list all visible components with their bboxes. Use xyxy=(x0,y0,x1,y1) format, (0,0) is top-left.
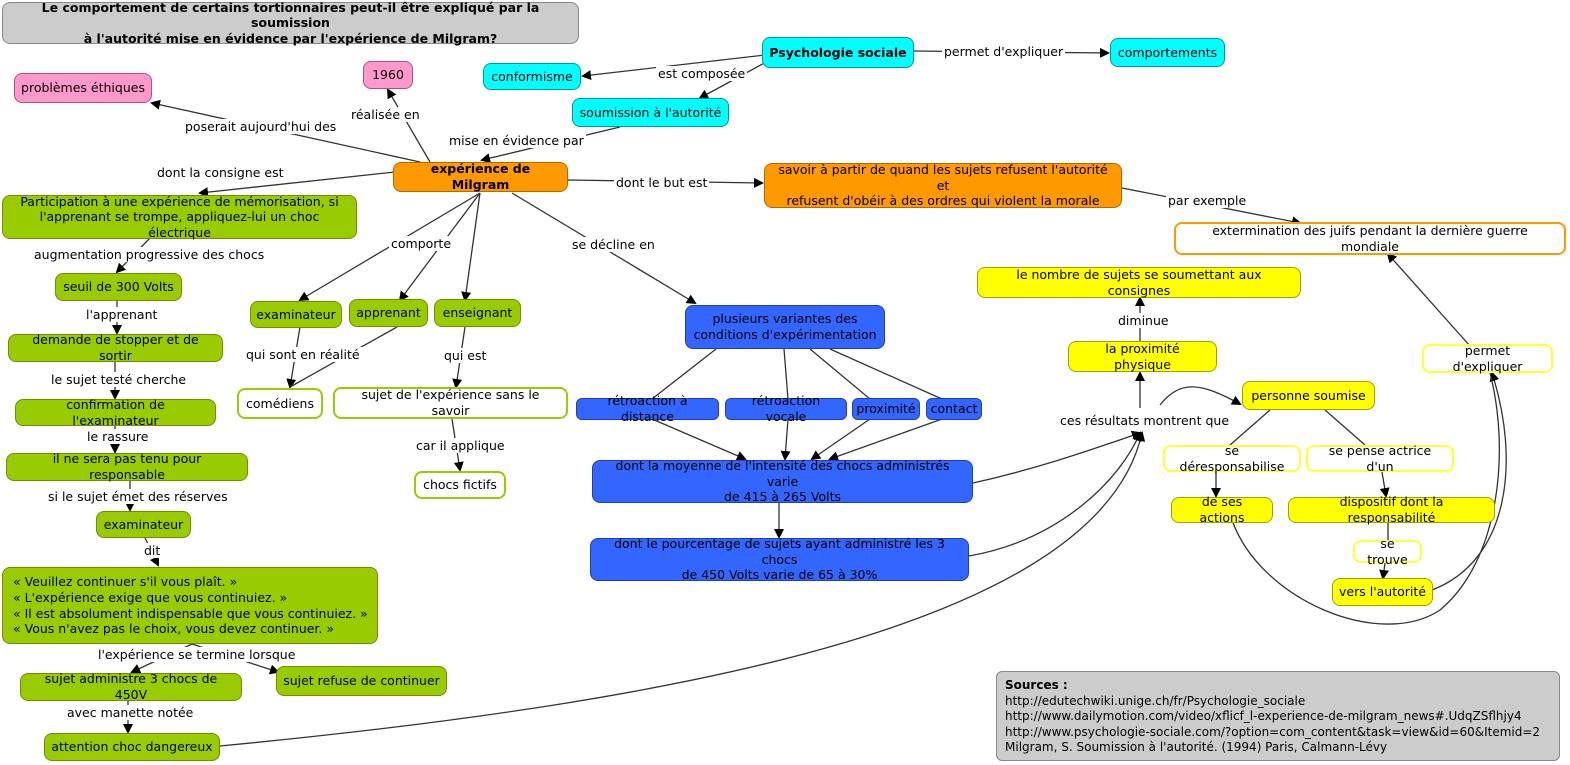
label-resultats: ces résultats montrent que xyxy=(1058,413,1232,428)
node-dispositif[interactable]: dispositif dont la responsabilité xyxy=(1288,494,1495,525)
label-reserves: si le sujet émet des réserves xyxy=(46,489,230,504)
edge-setrouve-autorite xyxy=(1379,562,1390,580)
diagram-title: Le comportement de certains tortionnaire… xyxy=(2,0,579,46)
node-demande-stopper[interactable]: demande de stopper et de sortir xyxy=(8,332,223,363)
node-pourcentage[interactable]: dont le pourcentage de sujets ayant admi… xyxy=(590,536,969,582)
node-moyenne[interactable]: dont la moyenne de l'intensité des chocs… xyxy=(592,458,973,504)
node-proximite[interactable]: proximité xyxy=(852,398,920,420)
label-rassure: le rassure xyxy=(85,429,151,444)
node-problemes-ethiques[interactable]: problèmes éthiques xyxy=(14,73,152,103)
node-sujet-3-chocs[interactable]: sujet administre 3 chocs de 450V xyxy=(20,671,242,702)
node-se-pense-actrice[interactable]: se pense actrice d'un xyxy=(1306,443,1454,474)
node-examinateur-sequence[interactable]: examinateur xyxy=(96,511,191,538)
label-se-decline: se décline en xyxy=(570,237,657,252)
node-soumission-autorite[interactable]: soumission à l'autorité xyxy=(572,98,729,127)
source-reference: Milgram, S. Soumission à l'autorité. (19… xyxy=(1005,740,1388,755)
node-proximite-physique[interactable]: la proximité physique xyxy=(1068,341,1217,372)
label-sujet-cherche: le sujet testé cherche xyxy=(49,372,189,387)
node-sujet-sans-savoir[interactable]: sujet de l'expérience sans le savoir xyxy=(333,387,568,419)
edge-soumise-actrice xyxy=(1324,409,1366,446)
edge-var-v3 xyxy=(809,348,871,400)
node-psychologie-sociale[interactable]: Psychologie sociale xyxy=(762,37,914,68)
edge-var-v2 xyxy=(783,348,789,400)
sources-box: Sources : http://edutechwiki.unige.ch/fr… xyxy=(996,671,1560,761)
label-sont-en-realite: qui sont en réalité xyxy=(244,347,362,362)
node-annee[interactable]: 1960 xyxy=(363,61,413,89)
node-experience-milgram[interactable]: expérience de Milgram xyxy=(393,161,568,192)
node-personne-soumise[interactable]: personne soumise xyxy=(1242,381,1375,410)
node-comediens[interactable]: comédiens xyxy=(237,388,323,419)
node-confirmation[interactable]: confirmation de l'examinateur xyxy=(15,397,216,428)
label-comporte: comporte xyxy=(389,236,454,251)
label-dit: dit xyxy=(142,543,163,558)
edge-actions-permet xyxy=(1231,372,1501,625)
edge-moyenne-resultats xyxy=(972,430,1142,484)
node-pas-responsable[interactable]: il ne sera pas tenu pour responsable xyxy=(6,451,248,482)
node-contact[interactable]: contact xyxy=(926,398,982,420)
label-permet-expliquer: permet d'expliquer xyxy=(942,44,1066,59)
label-dont-but: dont le but est xyxy=(614,175,710,190)
edge-var-v1 xyxy=(651,348,717,400)
node-sujet-refuse[interactable]: sujet refuse de continuer xyxy=(276,666,447,696)
label-qui-est: qui est xyxy=(442,348,489,363)
edge-pourcentage-resultats xyxy=(968,431,1142,557)
label-augmentation: augmentation progressive des chocs xyxy=(32,247,267,262)
node-permet-expliquer[interactable]: permet d'expliquer xyxy=(1422,343,1553,374)
source-link[interactable]: http://edutechwiki.unige.ch/fr/Psycholog… xyxy=(1005,693,1306,708)
edge-autorite-permet xyxy=(1431,371,1507,591)
node-but[interactable]: savoir à partir de quand les sujets refu… xyxy=(764,162,1122,208)
edge-permet-extermination xyxy=(1386,252,1471,347)
source-link[interactable]: http://www.dailymotion.com/video/xflicf_… xyxy=(1005,709,1522,724)
node-enseignant[interactable]: enseignant xyxy=(434,299,521,327)
edge-comporte-enseignant xyxy=(461,192,481,302)
node-nombre-sujets[interactable]: le nombre de sujets se soumettant aux co… xyxy=(977,267,1301,298)
node-retroaction-distance[interactable]: rétroaction à distance xyxy=(576,393,719,424)
edge-soumise-deresp xyxy=(1229,409,1271,446)
node-se-trouve[interactable]: se trouve xyxy=(1353,536,1422,567)
node-variantes[interactable]: plusieurs variantes des conditions d'exp… xyxy=(685,305,885,349)
label-mise-en-evidence: mise en évidence par xyxy=(447,133,586,148)
node-de-ses-actions[interactable]: de ses actions xyxy=(1171,494,1273,525)
edge-v3-moyenne xyxy=(810,418,871,461)
edge-milgram-1960 xyxy=(386,88,431,163)
node-examinateur[interactable]: examinateur xyxy=(250,301,342,328)
node-chocs-fictifs[interactable]: chocs fictifs xyxy=(414,471,506,499)
label-manette: avec manette notée xyxy=(65,705,196,720)
node-vers-autorite[interactable]: vers l'autorité xyxy=(1332,578,1433,606)
node-extermination[interactable]: extermination des juifs pendant la derni… xyxy=(1174,222,1566,255)
label-est-composee: est composée xyxy=(656,66,748,81)
edge-var-v4 xyxy=(829,348,943,400)
sources-heading: Sources : xyxy=(1005,678,1068,692)
edge-psy-conformisme xyxy=(581,54,766,81)
node-comportements[interactable]: comportements xyxy=(1110,38,1225,67)
edge-v1-moyenne xyxy=(651,418,747,461)
edge-attention-resultats xyxy=(219,431,1146,747)
label-par-exemple: par exemple xyxy=(1166,193,1249,208)
edge-v4-moyenne xyxy=(828,418,943,462)
source-link[interactable]: http://www.psychologie-sociale.com/?opti… xyxy=(1005,724,1541,739)
edge-actrice-dispositif xyxy=(1379,471,1390,498)
label-car-applique: car il applique xyxy=(414,438,507,453)
node-seuil[interactable]: seuil de 300 Volts xyxy=(55,273,182,301)
node-apprenant[interactable]: apprenant xyxy=(349,299,428,327)
node-attention-choc[interactable]: attention choc dangereux xyxy=(44,733,220,761)
node-consigne[interactable]: Participation à une expérience de mémori… xyxy=(2,194,357,240)
node-se-deresponsabilise[interactable]: se déresponsabilise xyxy=(1163,443,1301,474)
node-conformisme[interactable]: conformisme xyxy=(483,63,581,90)
label-poserait: poserait aujourd'hui des xyxy=(183,119,339,134)
node-phrases[interactable]: « Veuillez continuer s'il vous plaît. » … xyxy=(2,567,378,644)
label-dont-consigne: dont la consigne est xyxy=(155,165,286,180)
edge-resultats-soumise xyxy=(1159,386,1242,406)
edge-milgram-consigne xyxy=(198,171,396,198)
edge-v2-moyenne xyxy=(780,418,791,461)
label-diminue: diminue xyxy=(1116,313,1171,328)
label-realisee-en: réalisée en xyxy=(349,107,422,122)
label-l-apprenant: l'apprenant xyxy=(84,307,160,322)
node-retroaction-vocale[interactable]: rétroaction vocale xyxy=(725,393,847,424)
label-termine: l'expérience se termine lorsque xyxy=(96,647,298,662)
